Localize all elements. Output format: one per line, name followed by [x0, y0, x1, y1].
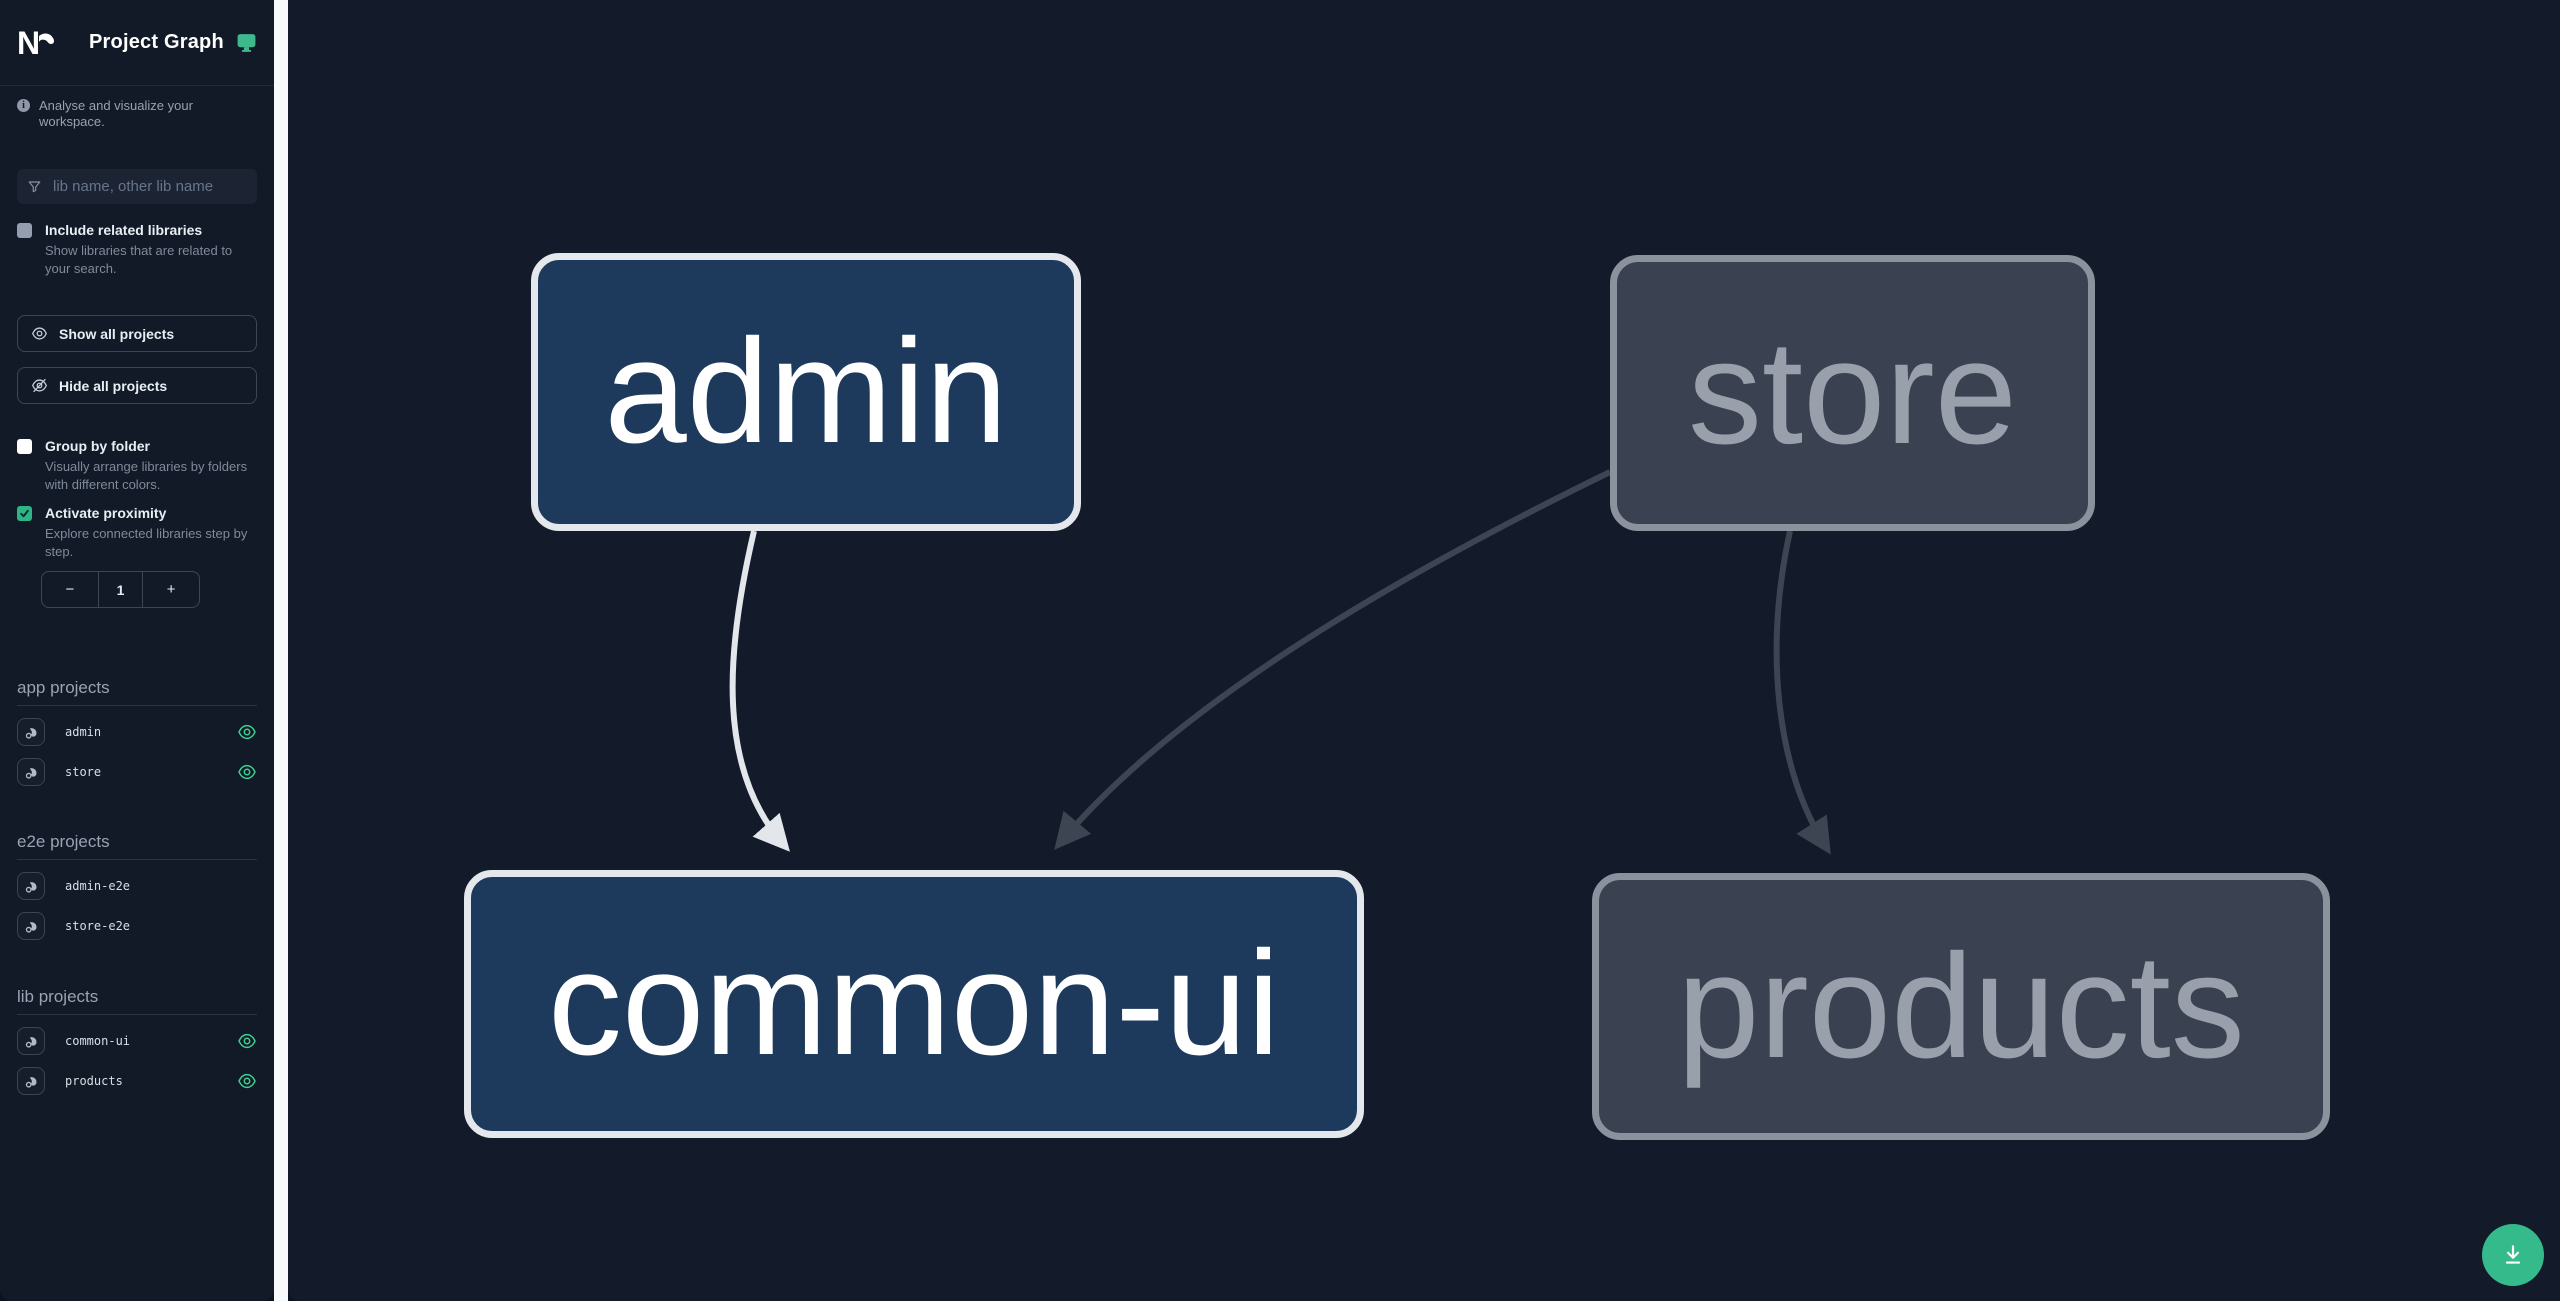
hide-all-projects-button[interactable]: Hide all projects: [17, 367, 257, 404]
toggle-visibility-eye-icon[interactable]: [237, 1031, 257, 1051]
project-name: store: [65, 765, 102, 779]
proximity-increment-button[interactable]: +: [142, 572, 199, 607]
activate-proximity-option: Activate proximity Explore connected lib…: [17, 505, 257, 560]
graph-edges: [729, 469, 1831, 855]
project-row-store-e2e: store-e2e: [17, 912, 257, 940]
project-name: common-ui: [65, 1034, 131, 1048]
sidebar-header: N Project Graph: [0, 0, 274, 86]
activate-proximity-label: Activate proximity: [45, 505, 167, 521]
focus-project-icon: [25, 921, 37, 933]
focus-project-icon: [25, 1036, 37, 1048]
hide-all-projects-label: Hide all projects: [59, 377, 168, 394]
include-related-option: Include related libraries Show libraries…: [17, 222, 257, 277]
focus-project-button[interactable]: [17, 872, 45, 900]
graph-node-products[interactable]: products: [1592, 873, 2330, 1140]
include-related-label: Include related libraries: [45, 222, 203, 238]
project-row-common-ui: common-ui: [17, 1027, 257, 1055]
toggle-visibility-eye-icon[interactable]: [237, 1071, 257, 1091]
graph-node-common-ui[interactable]: common-ui: [464, 870, 1364, 1138]
include-related-checkbox[interactable]: [17, 223, 32, 238]
edge-admin-to-common-ui[interactable]: [729, 530, 790, 852]
eye-off-icon: [31, 378, 48, 393]
group-by-folder-checkbox[interactable]: [17, 439, 32, 454]
include-related-description: Show libraries that are related to your …: [45, 243, 233, 276]
project-name: admin-e2e: [65, 879, 131, 893]
show-all-projects-button[interactable]: Show all projects: [17, 315, 257, 352]
edge-store-to-common-ui[interactable]: [1054, 469, 1612, 850]
graph-node-admin[interactable]: admin: [531, 253, 1081, 531]
group-by-folder-option: Group by folder Visually arrange librari…: [17, 438, 257, 493]
focus-project-button[interactable]: [17, 1027, 45, 1055]
search-input[interactable]: [51, 177, 247, 196]
section-app-projects: app projects admin: [17, 678, 257, 786]
show-all-projects-label: Show all projects: [59, 325, 175, 342]
project-row-products: products: [17, 1067, 257, 1095]
section-lib-projects: lib projects common-ui: [17, 987, 257, 1095]
focus-project-icon: [25, 1076, 37, 1088]
focus-project-icon: [25, 727, 37, 739]
node-label: products: [1677, 923, 2245, 1089]
proximity-stepper: − 1 +: [41, 571, 200, 608]
focus-project-icon: [25, 767, 37, 779]
project-row-admin: admin: [17, 718, 257, 746]
node-label: store: [1687, 310, 2018, 475]
panel-gutter: [274, 0, 288, 1301]
node-label: admin: [604, 309, 1008, 474]
monitor-icon: [237, 33, 256, 52]
activate-proximity-checkbox[interactable]: [17, 506, 32, 521]
filter-funnel-icon: [28, 181, 41, 193]
edge-store-to-products[interactable]: [1773, 530, 1831, 855]
project-row-store: store: [17, 758, 257, 786]
focus-project-icon: [25, 881, 37, 893]
section-title: lib projects: [17, 987, 257, 1015]
nx-logo-icon: N: [17, 26, 55, 60]
focus-project-button[interactable]: [17, 758, 45, 786]
project-name: products: [65, 1074, 123, 1088]
section-title: e2e projects: [17, 832, 257, 860]
section-title: app projects: [17, 678, 257, 706]
info-icon: i: [17, 99, 30, 112]
focus-project-button[interactable]: [17, 718, 45, 746]
node-label: common-ui: [548, 921, 1280, 1086]
page-title: Project Graph: [89, 31, 224, 53]
svg-text:N: N: [17, 26, 38, 60]
sidebar: N Project Graph i Analyse and visualize …: [0, 0, 274, 1301]
focus-project-button[interactable]: [17, 1067, 45, 1095]
section-e2e-projects: e2e projects admin-e2e store-: [17, 832, 257, 940]
proximity-decrement-button[interactable]: −: [42, 572, 99, 607]
activate-proximity-description: Explore connected libraries step by step…: [45, 526, 248, 559]
proximity-value: 1: [116, 581, 125, 598]
graph-canvas[interactable]: admin store common-ui products: [288, 0, 2560, 1301]
eye-icon: [31, 327, 48, 340]
download-icon: [2505, 1245, 2521, 1264]
download-image-button[interactable]: [2482, 1224, 2544, 1286]
group-by-folder-label: Group by folder: [45, 438, 150, 454]
toggle-visibility-eye-icon[interactable]: [237, 762, 257, 782]
project-row-admin-e2e: admin-e2e: [17, 872, 257, 900]
project-name: store-e2e: [65, 919, 131, 933]
graph-node-store[interactable]: store: [1610, 255, 2095, 531]
intro-row: i Analyse and visualize your workspace.: [0, 86, 274, 130]
group-by-folder-description: Visually arrange libraries by folders wi…: [45, 459, 248, 492]
search-box: [17, 169, 257, 204]
toggle-visibility-eye-icon[interactable]: [237, 722, 257, 742]
focus-project-button[interactable]: [17, 912, 45, 940]
intro-text: Analyse and visualize your workspace.: [39, 98, 193, 129]
checkmark-icon: [20, 509, 29, 518]
project-name: admin: [65, 725, 102, 739]
